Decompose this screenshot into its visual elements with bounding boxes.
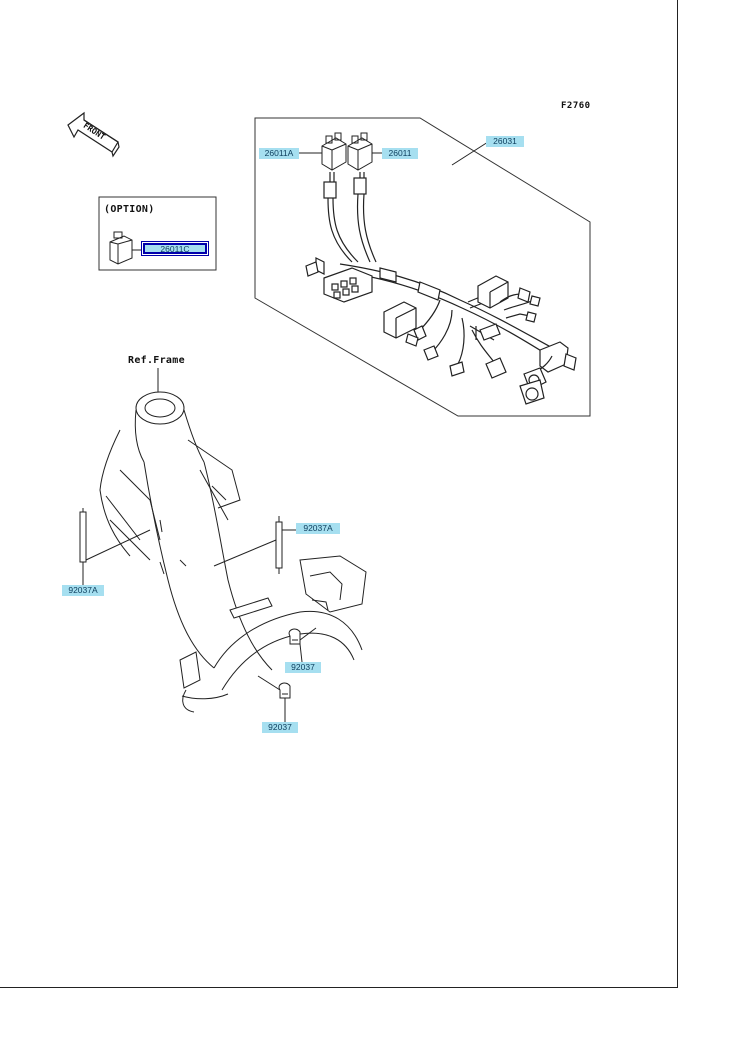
band-right-icon <box>275 516 283 574</box>
clip-upper-icon <box>288 628 301 645</box>
figure-code: F2760 <box>561 101 591 111</box>
relay-connector-icon <box>321 132 373 171</box>
callout-26011C[interactable]: 26011C <box>141 241 209 256</box>
band-left-icon <box>79 508 87 568</box>
option-connector-icon <box>109 231 133 265</box>
callout-92037-upper[interactable]: 92037 <box>285 662 321 673</box>
callout-92037-lower[interactable]: 92037 <box>262 722 298 733</box>
front-arrow-icon: FRONT <box>67 111 120 158</box>
frame-reference-label: Ref.Frame <box>128 355 185 366</box>
option-label: (OPTION) <box>104 204 155 215</box>
harness-wires <box>305 172 577 405</box>
clip-lower-icon <box>278 682 291 699</box>
diagram-sheet <box>0 0 678 988</box>
callout-26011[interactable]: 26011 <box>382 148 418 159</box>
frame-illustration <box>99 368 367 713</box>
option-box <box>98 196 217 271</box>
callout-92037A-left[interactable]: 92037A <box>62 585 104 596</box>
callout-26011A[interactable]: 26011A <box>259 148 299 159</box>
callout-26031[interactable]: 26031 <box>486 136 524 147</box>
harness-kit-outline <box>254 117 591 417</box>
callout-92037A-right[interactable]: 92037A <box>296 523 340 534</box>
